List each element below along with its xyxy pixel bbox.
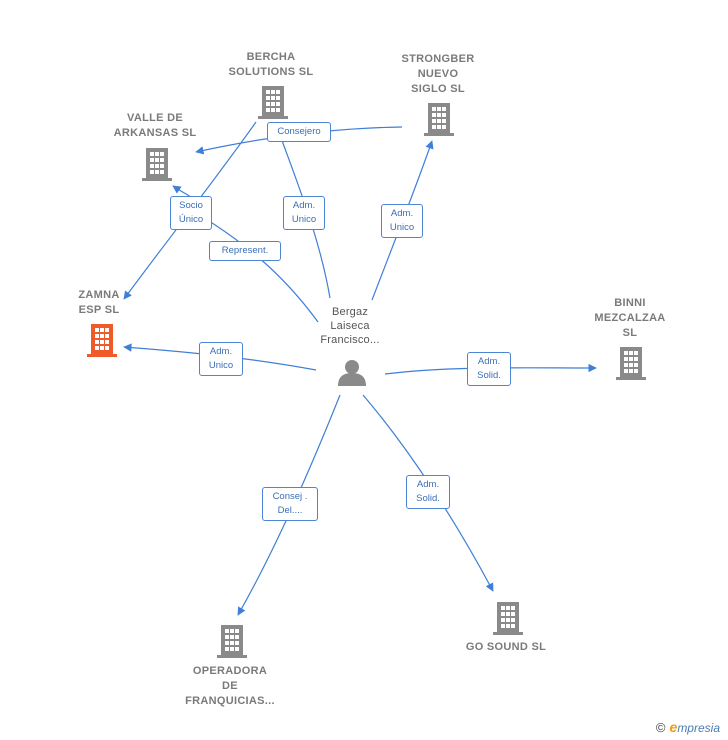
edge-label-adm-unico-strongber: Adm. Unico	[381, 204, 423, 238]
node-valle-label[interactable]: VALLE DE ARKANSAS SL	[113, 112, 197, 139]
edge-label-consejero: Consejero	[267, 122, 331, 142]
edge-label-adm-unico-zamna: Adm. Unico	[199, 342, 243, 376]
node-zamna-label[interactable]: ZAMNA ESP SL	[78, 289, 120, 316]
building-icon[interactable]	[616, 347, 646, 380]
person-icon[interactable]	[338, 360, 366, 386]
node-person-label[interactable]: Bergaz Laiseca Francisco...	[320, 306, 380, 346]
copyright-symbol: ©	[655, 720, 666, 735]
building-icon[interactable]	[258, 86, 288, 119]
brand-logo-text: mpresia	[677, 721, 720, 735]
footer-brand: ©empresia	[656, 719, 720, 735]
node-operadora-label[interactable]: OPERADORA DE FRANQUICIAS...	[185, 665, 275, 707]
edge-label-adm-solid-gosound: Adm. Solid.	[406, 475, 450, 509]
edge-label-adm-solid-binni: Adm. Solid.	[467, 352, 511, 386]
building-icon[interactable]	[217, 625, 247, 658]
edge-label-consej-del: Consej . Del....	[262, 487, 318, 521]
node-strongber-label[interactable]: STRONGBER NUEVO SIGLO SL	[401, 53, 475, 95]
node-gosound-label[interactable]: GO SOUND SL	[465, 641, 547, 653]
edge-label-socio-unico: Socio Único	[170, 196, 212, 230]
edge-label-adm-unico-bercha: Adm. Unico	[283, 196, 325, 230]
node-binni-label[interactable]: BINNI MEZCALZAA SL	[594, 297, 666, 339]
building-icon[interactable]	[424, 103, 454, 136]
node-bercha-label[interactable]: BERCHA SOLUTIONS SL	[228, 51, 314, 78]
building-icon[interactable]	[493, 602, 523, 635]
edge-label-represent: Represent.	[209, 241, 281, 261]
brand-logo-e: e	[669, 719, 678, 735]
building-icon[interactable]	[142, 148, 172, 181]
building-icon[interactable]	[87, 324, 117, 357]
